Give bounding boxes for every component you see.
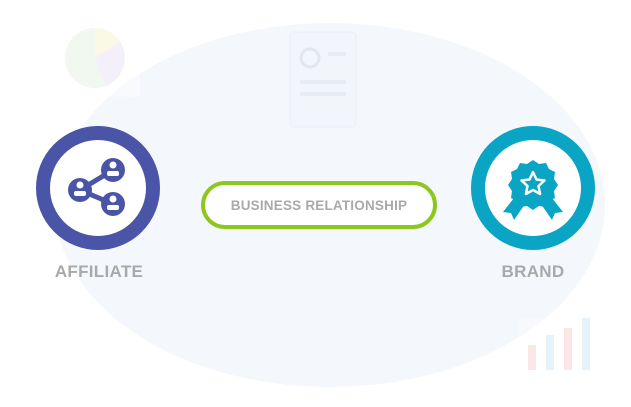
award-badge-icon (503, 160, 563, 220)
bar-chart-decoration (518, 318, 608, 388)
brand-label: BRAND (501, 262, 565, 281)
business-relationship-badge: BUSINESS RELATIONSHIP (201, 181, 437, 229)
affiliate-circle (36, 126, 160, 250)
affiliate-label: AFFILIATE (54, 262, 144, 281)
brand-circle (471, 126, 595, 250)
document-decoration (289, 31, 357, 128)
pie-chart-decoration (56, 25, 140, 97)
share-network-icon (68, 158, 125, 216)
relationship-label: BUSINESS RELATIONSHIP (230, 197, 408, 213)
